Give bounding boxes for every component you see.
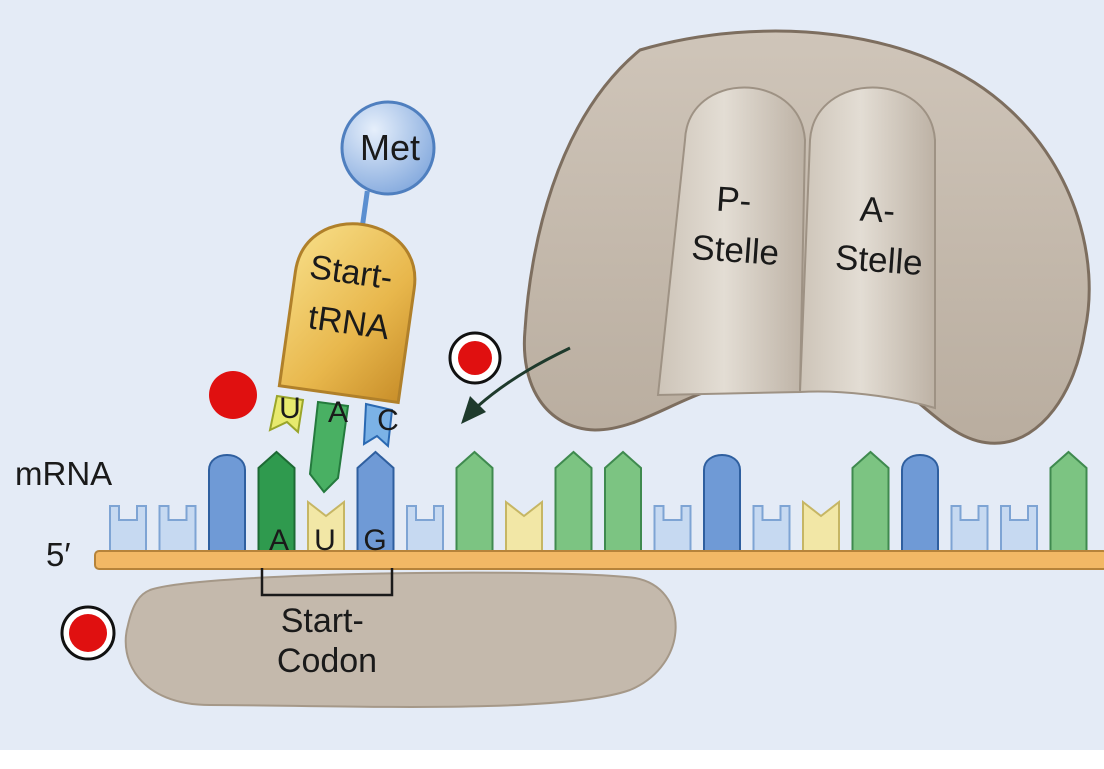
assembly-arrow: [461, 346, 571, 424]
p-site: [656, 86, 807, 397]
initiation-factor-2: [448, 331, 502, 385]
mrna-base-u: [653, 505, 692, 554]
mrna-base-a: [455, 450, 494, 554]
mrna-strand: [94, 550, 1104, 570]
mrna-base-a: [851, 450, 890, 554]
mrna-base-c: [208, 454, 246, 554]
start-codon-bracket: [260, 568, 394, 597]
mrna-base-a: [554, 450, 593, 554]
anticodon-c-prong: [362, 402, 394, 449]
a-site: [798, 86, 936, 410]
initiation-factor-1: [209, 371, 257, 419]
start-trna: Start- tRNA: [277, 190, 417, 405]
mrna-base-c: [901, 454, 939, 554]
bottom-margin: [0, 750, 1104, 764]
anticodon-a-prong: [308, 400, 350, 494]
mrna-base-u: [1000, 505, 1038, 554]
anticodon-u-prong: [268, 394, 305, 434]
methionine: Met: [340, 100, 436, 196]
anticodon-letter-u: U: [279, 392, 301, 425]
mrna-base-u: [406, 505, 444, 554]
mrna-label: mRNA: [15, 455, 112, 492]
mrna-base-a: [1049, 450, 1088, 554]
mrna-base-u: [950, 505, 989, 554]
anticodon-prongs: [268, 394, 394, 494]
mrna-base-u: [158, 505, 197, 554]
mrna-base-u: [109, 505, 147, 554]
five-prime-label: 5′: [46, 536, 71, 573]
a-site-label: A- Stelle: [834, 188, 928, 283]
start-codon-label: Start- Codon: [277, 602, 377, 680]
codon-letter-g: G: [363, 524, 386, 557]
mrna-base-a: [604, 450, 642, 554]
p-site-label: P- Stelle: [690, 178, 784, 273]
codon-letter-a: A: [269, 524, 289, 557]
mrna-base-u: [752, 505, 791, 554]
met-linker: [359, 190, 370, 230]
mrna-base-c: [703, 454, 741, 554]
small-ribosomal-subunit: [124, 571, 677, 708]
codon-letter-u: U: [314, 524, 336, 557]
anticodon-letter-a: A: [328, 396, 348, 429]
anticodon-letter-c: C: [377, 404, 399, 437]
met-label: Met: [360, 127, 420, 168]
large-ribosomal-subunit: P- Stelle A- Stelle: [522, 29, 1091, 445]
initiation-factor-3: [60, 605, 116, 661]
